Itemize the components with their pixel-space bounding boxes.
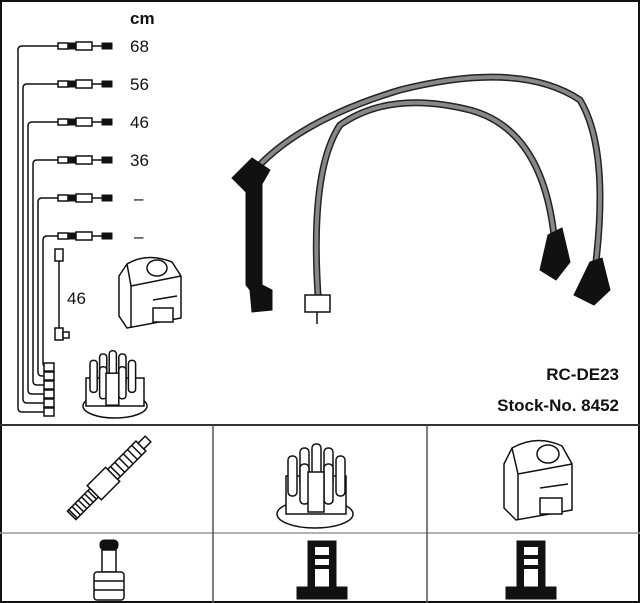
lead-length-5: – bbox=[134, 189, 144, 208]
ignition-coil-icon bbox=[118, 256, 182, 329]
lead-length-1: 68 bbox=[130, 37, 149, 56]
coil-lead bbox=[54, 248, 70, 341]
lead-wire bbox=[42, 231, 113, 372]
lead-length-6: – bbox=[134, 227, 144, 246]
lead-wire bbox=[27, 117, 113, 399]
lead-length-3: 46 bbox=[130, 113, 149, 132]
lead-length-2: 56 bbox=[130, 75, 149, 94]
lead-schematic: cm 68 56 46 36 – – 46 bbox=[17, 9, 155, 417]
cap-post bbox=[335, 455, 346, 497]
plug-terminal-icon bbox=[93, 539, 125, 601]
ignition-coil-icon bbox=[503, 439, 573, 521]
cap-post bbox=[323, 463, 334, 505]
lead-wire bbox=[37, 193, 113, 381]
product-name: RC-DE23 bbox=[546, 365, 619, 384]
distributor-cap-icon bbox=[276, 443, 354, 529]
distributor-cap-icon bbox=[82, 350, 148, 419]
lead-length-4: 36 bbox=[130, 151, 149, 170]
stock-number: Stock-No. 8452 bbox=[497, 396, 619, 415]
cap-post bbox=[89, 359, 98, 394]
socket-terminal-icon bbox=[505, 540, 557, 600]
lead-wire bbox=[32, 155, 113, 390]
unit-label: cm bbox=[130, 9, 155, 28]
cap-post bbox=[118, 366, 127, 400]
lead-wire bbox=[17, 41, 113, 417]
spark-plug-icon bbox=[66, 435, 152, 521]
socket-terminal-icon bbox=[296, 540, 348, 600]
ignition-cables bbox=[231, 73, 611, 324]
lead-wire bbox=[22, 79, 113, 408]
cap-post bbox=[287, 455, 298, 497]
cap-post bbox=[127, 359, 137, 394]
coil-lead-length: 46 bbox=[67, 289, 86, 308]
